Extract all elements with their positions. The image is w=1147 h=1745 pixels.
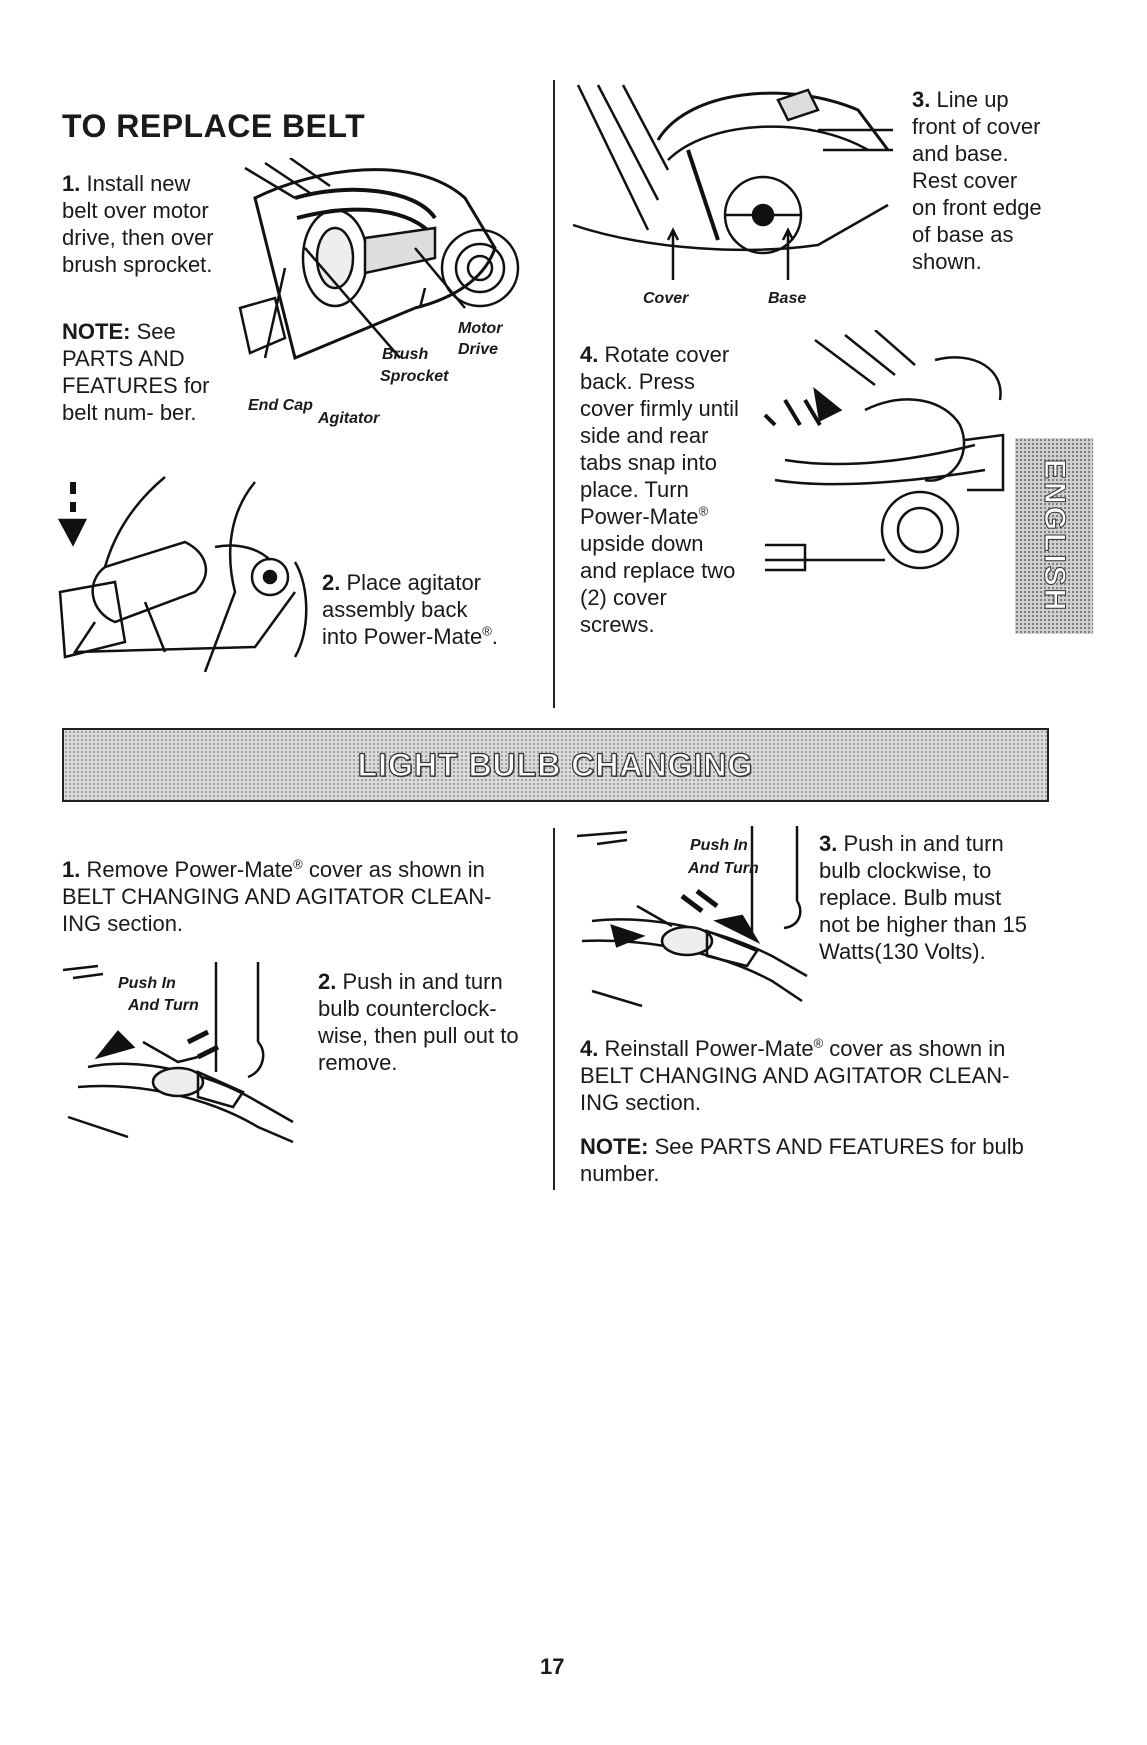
bulb-step-2: 2. Push in and turn bulb counterclock- w… xyxy=(318,968,528,1076)
step-text: Rotate cover back. Press cover firmly un… xyxy=(580,342,739,529)
step-text-end: cover as shown in BELT CHANGING AND AGIT… xyxy=(62,857,492,936)
belt-step-4-a: 4. Rotate cover back. Press cover firmly… xyxy=(580,341,745,638)
section-title-light-bulb: LIGHT BULB CHANGING xyxy=(357,746,754,783)
note-label: NOTE: xyxy=(580,1134,649,1159)
label-cover: Cover xyxy=(643,290,689,307)
cover-base-illustration xyxy=(568,80,898,285)
bulb-step-3: 3. Push in and turn bulb clockwise, to r… xyxy=(819,830,1034,965)
step-text: Push in and turn bulb counterclock- wise… xyxy=(318,969,519,1075)
step-number: 2. xyxy=(318,969,337,994)
note-label: NOTE: xyxy=(62,319,131,344)
belt-step-2: 2. Place agitator assembly back into Pow… xyxy=(322,569,502,650)
label-end-cap: End Cap xyxy=(248,397,313,414)
label-drive: Drive xyxy=(458,341,499,358)
belt-motor-illustration xyxy=(235,158,535,388)
bulb-remove-illustration xyxy=(58,962,298,1152)
step-text: Install new belt over motor drive, then … xyxy=(62,171,214,277)
step-text: Reinstall Power-Mate xyxy=(604,1036,814,1061)
step-number: 3. xyxy=(912,87,931,112)
step-text: Push in and turn bulb clockwise, to repl… xyxy=(819,831,1027,964)
registered-mark: ® xyxy=(698,503,709,519)
step-text: Remove Power-Mate xyxy=(86,857,294,882)
step-text: Place agitator assembly back into Power-… xyxy=(322,570,483,649)
step-number: 1. xyxy=(62,857,81,882)
step-number: 4. xyxy=(580,342,599,367)
step-number: 3. xyxy=(819,831,838,856)
label-motor: Motor xyxy=(458,320,503,337)
step-number: 2. xyxy=(322,570,341,595)
label-push-in-2: Push In xyxy=(690,837,748,854)
label-brush: Brush xyxy=(382,346,429,363)
label-sprocket: Sprocket xyxy=(380,368,449,385)
light-bulb-banner: LIGHT BULB CHANGING xyxy=(62,728,1049,802)
section-title-replace-belt: TO REPLACE BELT xyxy=(62,108,366,144)
step-text-end: upside down and replace two (2) cover sc… xyxy=(580,531,736,637)
note-text: See PARTS AND FEATURES for belt num- ber… xyxy=(62,319,210,425)
label-base: Base xyxy=(768,290,807,307)
registered-mark: ® xyxy=(813,1035,824,1051)
bulb-replace-illustration xyxy=(572,826,812,1011)
label-and-turn-2: And Turn xyxy=(688,860,759,877)
column-divider-top xyxy=(553,80,555,708)
registered-mark: ® xyxy=(293,856,303,872)
bulb-step-4: 4. Reinstall Power-Mate® cover as shown … xyxy=(580,1035,1050,1116)
bulb-note: NOTE: See PARTS AND FEATURES for bulb nu… xyxy=(580,1133,1050,1187)
step-number: 4. xyxy=(580,1036,599,1061)
step-number: 1. xyxy=(62,171,81,196)
label-and-turn: And Turn xyxy=(128,997,199,1014)
label-push-in: Push In xyxy=(118,975,176,992)
page-number: 17 xyxy=(540,1654,565,1679)
belt-step-3: 3. Line up front of cover and base. Rest… xyxy=(912,86,1042,275)
language-tab-label: ENGLISH xyxy=(1038,458,1072,614)
rotate-cover-illustration xyxy=(745,330,1007,580)
step-text-end: cover as shown in BELT CHANGING AND AGIT… xyxy=(580,1036,1010,1115)
belt-step-1: 1. Install new belt over motor drive, th… xyxy=(62,170,227,278)
step-text: Line up front of cover and base. Rest co… xyxy=(912,87,1042,274)
agitator-placement-illustration xyxy=(55,472,313,672)
language-tab-english: ENGLISH xyxy=(1015,438,1093,634)
note-text: See PARTS AND FEATURES for bulb number. xyxy=(580,1134,1024,1186)
belt-note: NOTE: See PARTS AND FEATURES for belt nu… xyxy=(62,318,222,426)
bulb-step-1: 1. Remove Power-Mate® cover as shown in … xyxy=(62,856,532,937)
column-divider-bottom xyxy=(553,828,555,1190)
step-text-end: . xyxy=(491,624,498,649)
registered-mark: ® xyxy=(482,623,492,639)
label-agitator: Agitator xyxy=(318,410,380,427)
